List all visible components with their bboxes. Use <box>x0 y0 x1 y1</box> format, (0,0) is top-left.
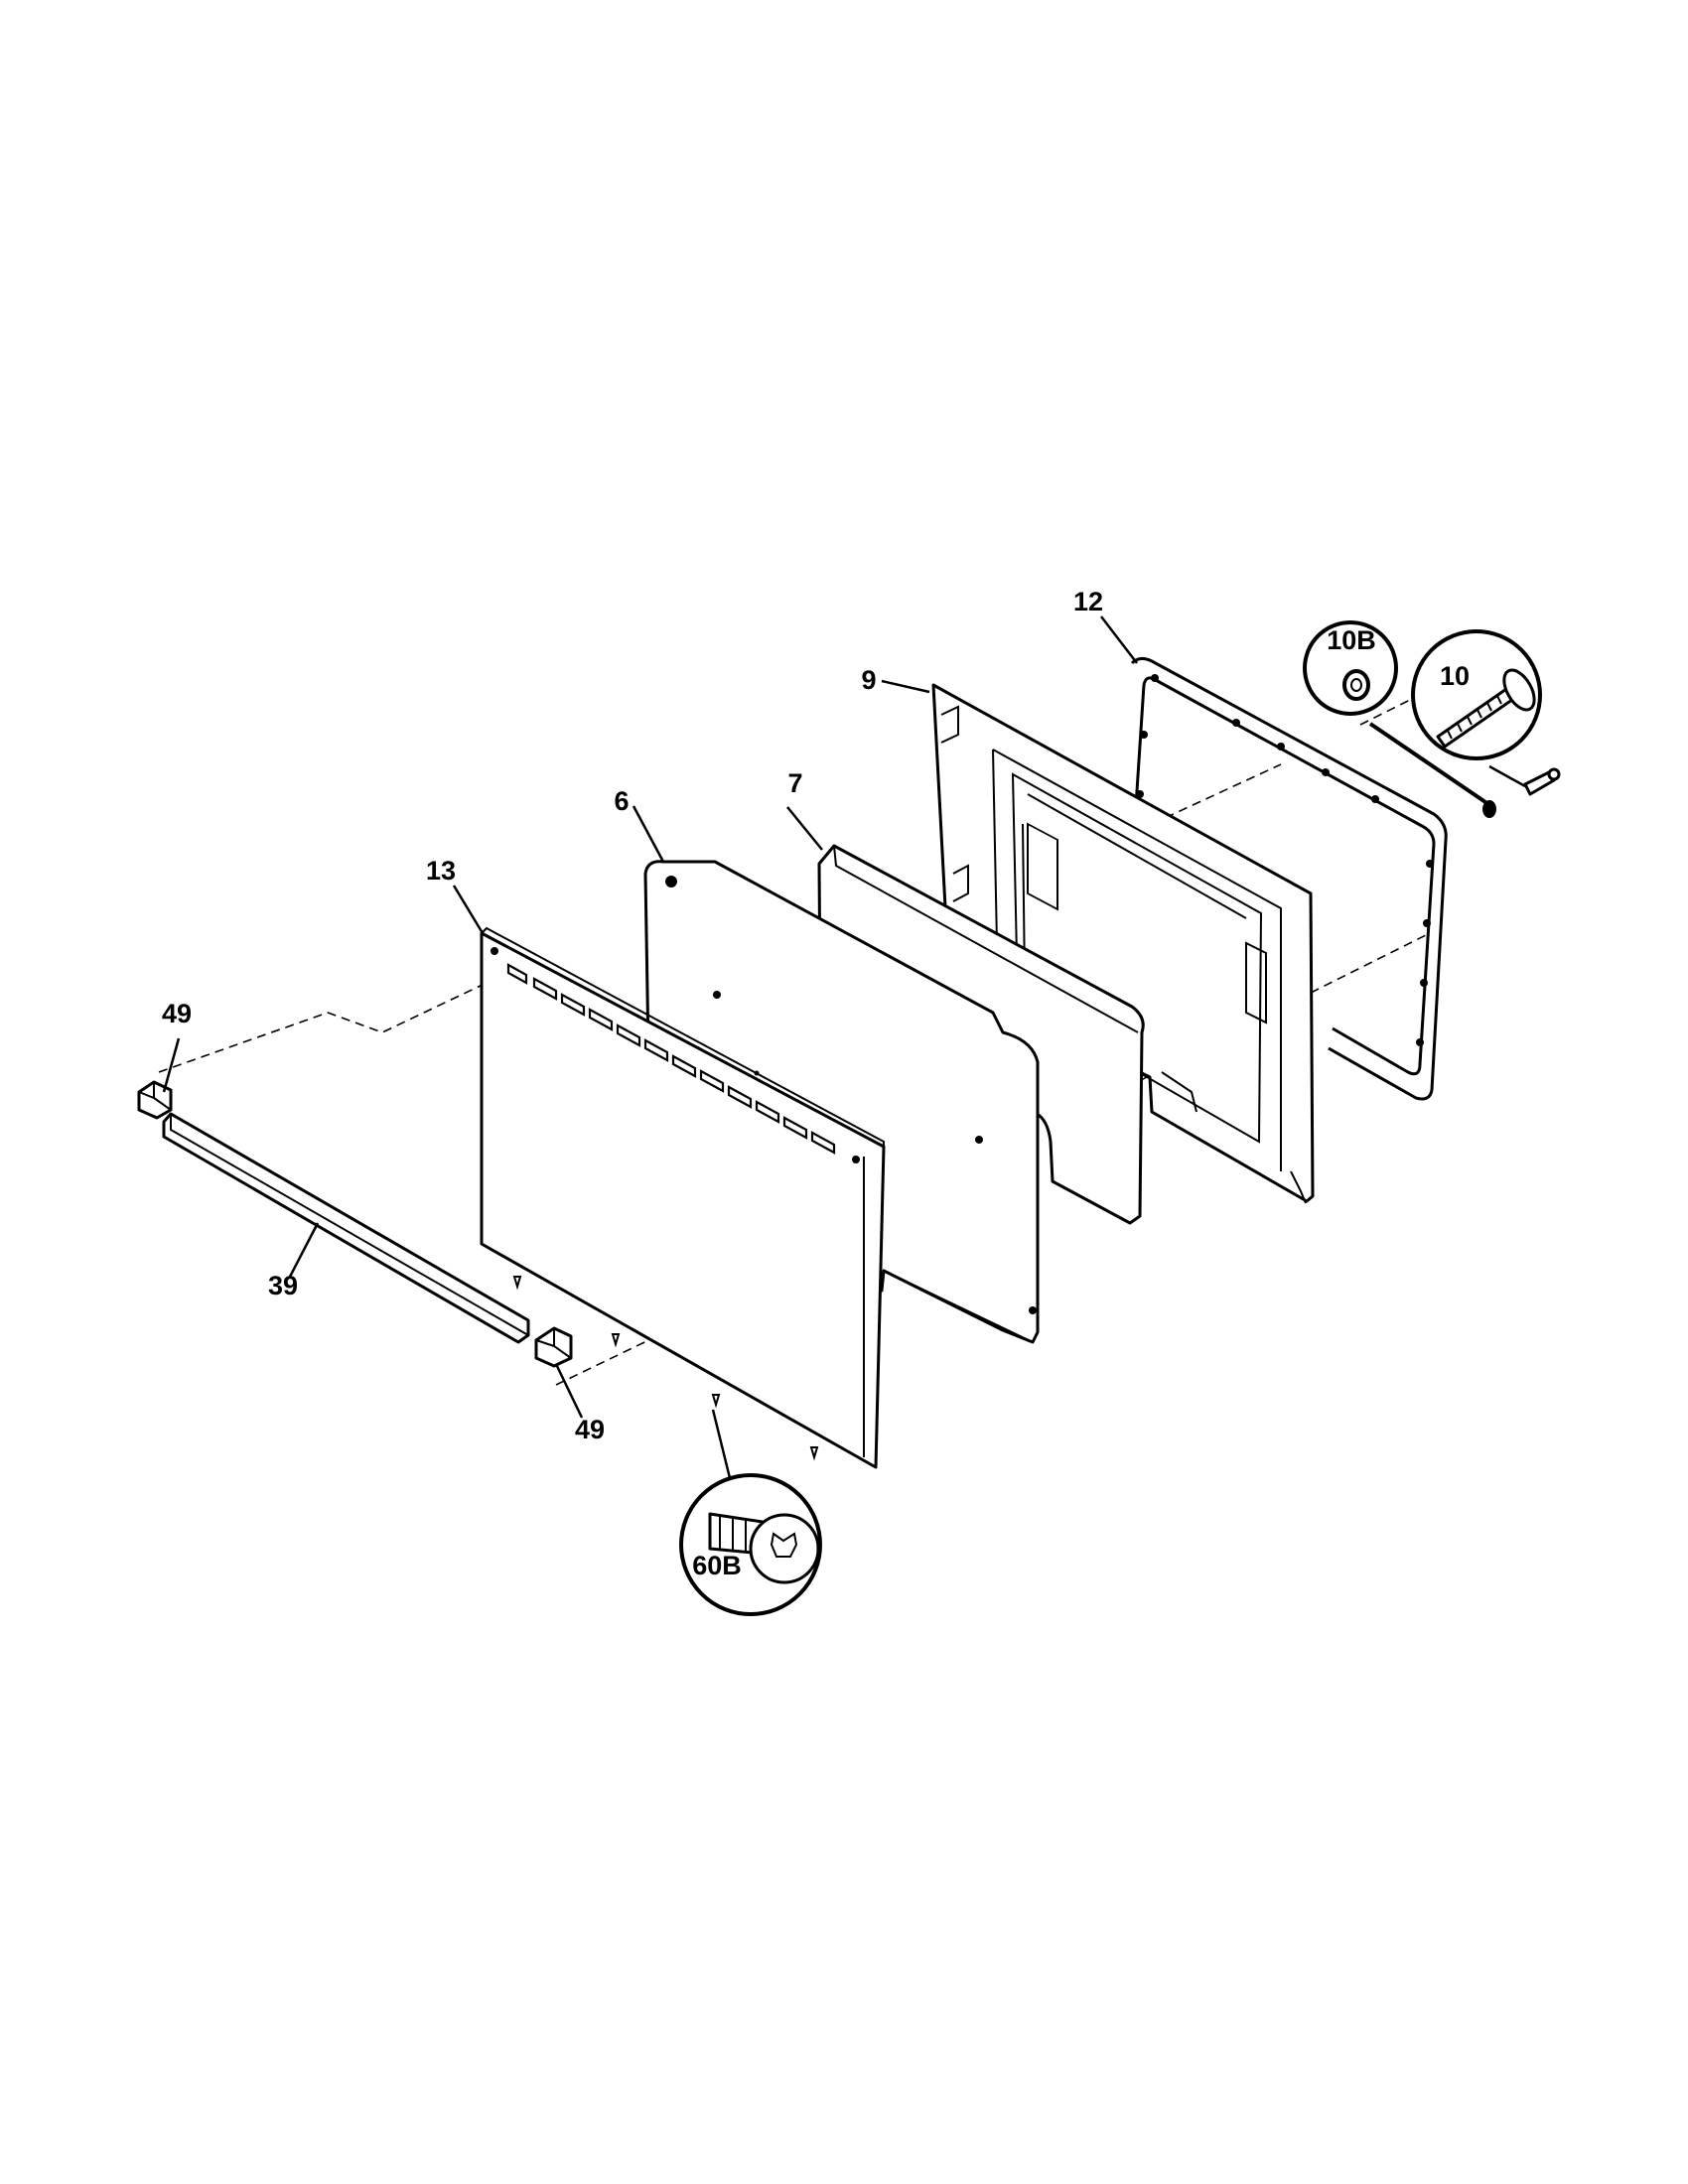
part-13-outer-panel <box>480 926 886 1469</box>
detail-bubble-60b <box>679 1473 822 1616</box>
part-39-trim-strip <box>162 1112 530 1344</box>
part-49-end-cap-bottom <box>534 1326 573 1368</box>
callout-39: 39 <box>268 1271 298 1300</box>
leader-lines <box>162 615 1526 1483</box>
part-9-door-liner <box>931 683 1315 1204</box>
callout-49-bottom: 49 <box>575 1415 605 1444</box>
part-12-gasket <box>1128 656 1448 1101</box>
detail-bubble-10b <box>1303 620 1398 716</box>
callout-49-top: 49 <box>162 999 192 1028</box>
vent-slots <box>506 963 836 1155</box>
callout-labels: 12 10B 10 9 6 7 13 49 39 49 60B <box>162 587 1470 1580</box>
detail-bubble-10 <box>1411 629 1542 760</box>
callout-7: 7 <box>787 768 802 798</box>
callout-60b: 60B <box>692 1551 742 1580</box>
callout-13: 13 <box>426 856 456 886</box>
part-6-glass <box>643 860 1040 1344</box>
callout-10: 10 <box>1440 661 1470 691</box>
screw-markers <box>512 1276 819 1461</box>
callout-10b: 10B <box>1327 625 1376 655</box>
part-10-hardware <box>1482 767 1561 818</box>
callout-12: 12 <box>1073 587 1103 616</box>
callout-9: 9 <box>861 665 876 695</box>
callout-6: 6 <box>614 786 629 816</box>
